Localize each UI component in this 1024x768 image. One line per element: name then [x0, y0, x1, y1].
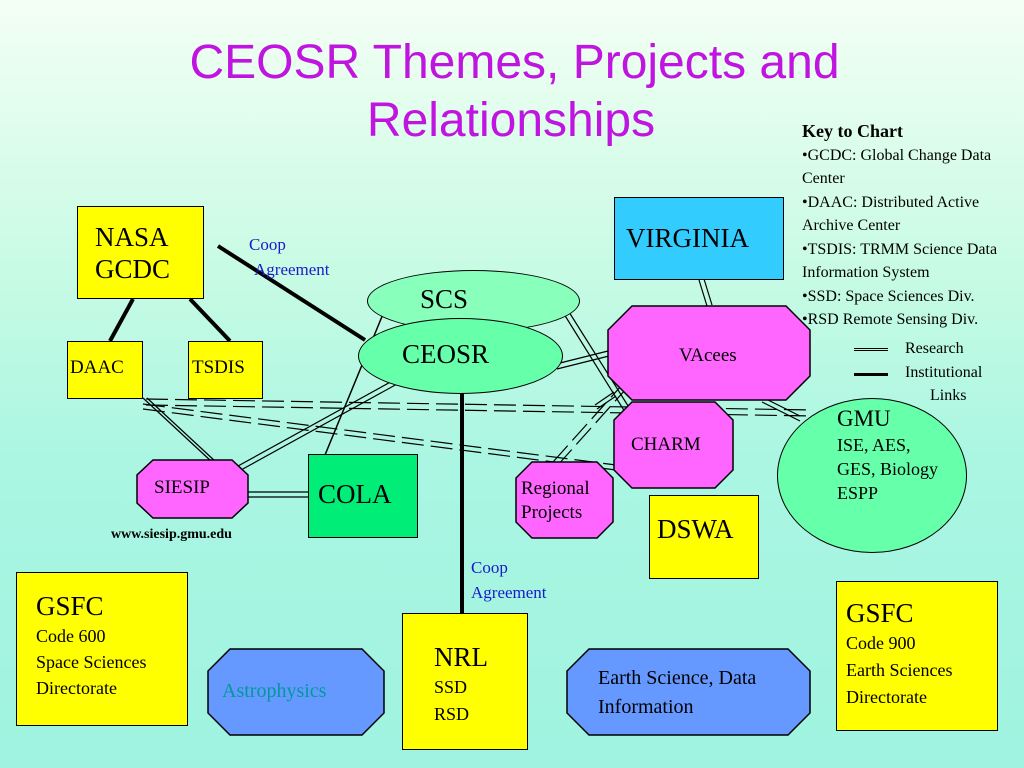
- nasa-gcdc-node: NASA GCDC: [77, 206, 204, 299]
- daac-node: DAAC: [67, 341, 143, 399]
- gsfc-900-title: GSFC: [846, 598, 914, 628]
- gsfc-900-line3: Directorate: [846, 687, 927, 707]
- research-links-double: [142, 278, 801, 498]
- nrl-title: NRL: [434, 642, 488, 672]
- cola-label: COLA: [318, 479, 392, 509]
- gsfc-600-line1: Code 600: [36, 626, 106, 646]
- astrophysics-node: [207, 648, 385, 736]
- dswa-label: DSWA: [657, 514, 734, 544]
- legend-research-label: Research: [905, 340, 964, 357]
- gmu-line3: ESPP: [837, 483, 879, 503]
- key-item-tsdis: •TSDIS: TRMM Science Data Information Sy…: [802, 240, 998, 282]
- key-heading: Key to Chart: [802, 121, 903, 141]
- gsfc-900-line2: Earth Sciences: [846, 660, 953, 680]
- virginia-node: VIRGINIA: [614, 197, 784, 280]
- link-nasa-ceosr: [216, 244, 367, 342]
- astrophysics-label: Astrophysics: [222, 680, 327, 702]
- legend-links-label: Links: [930, 387, 967, 404]
- siesip-label: SIESIP: [154, 477, 210, 498]
- ceosr-node: CEOSR: [358, 318, 563, 394]
- daac-label: DAAC: [70, 357, 124, 378]
- nasa-gcdc-line2: GCDC: [95, 254, 171, 284]
- legend-institutional-label: Institutional: [905, 364, 983, 381]
- gsfc-600-line2: Space Sciences: [36, 652, 147, 672]
- coop-agreement-label-top: Coop Agreement: [249, 235, 330, 279]
- regional-projects-label: Regional Projects: [521, 478, 590, 523]
- legend-double-line: [854, 348, 888, 351]
- coop-agreement-label-bottom: Coop Agreement: [471, 558, 547, 602]
- scs-label: SCS: [420, 284, 469, 314]
- link-nasa-tsdis: [188, 297, 232, 343]
- gmu-line1: ISE, AES,: [837, 435, 911, 455]
- cola-node: COLA: [308, 454, 418, 538]
- gsfc-900-node: GSFC Code 900 Earth Sciences Directorate: [836, 581, 998, 731]
- gsfc-600-line3: Directorate: [36, 678, 117, 698]
- ceosr-label: CEOSR: [402, 339, 490, 369]
- key-item-rsd: •RSD Remote Sensing Div.: [802, 311, 979, 328]
- charm-node: [613, 401, 734, 489]
- virginia-label: VIRGINIA: [626, 223, 749, 253]
- earth-science-node: [566, 648, 811, 736]
- gmu-title: GMU: [837, 406, 891, 431]
- key-item-daac: •DAAC: Distributed Active Archive Center: [802, 193, 980, 235]
- title-line-1: CEOSR Themes, Projects and: [189, 36, 840, 89]
- nrl-node: NRL SSD RSD: [402, 613, 528, 750]
- nrl-line1: SSD: [434, 677, 468, 697]
- key-item-ssd: •SSD: Space Sciences Div.: [802, 287, 975, 305]
- gmu-node: GMU ISE, AES, GES, Biology ESPP: [777, 398, 967, 553]
- gsfc-600-title: GSFC: [36, 591, 104, 621]
- vacees-label: VAcees: [679, 345, 737, 366]
- gsfc-600-node: GSFC Code 600 Space Sciences Directorate: [16, 572, 188, 726]
- key-item-gcdc: •GCDC: Global Change Data Center: [802, 146, 992, 188]
- tsdis-node: TSDIS: [188, 341, 263, 399]
- nrl-line2: RSD: [434, 704, 470, 724]
- gsfc-900-line1: Code 900: [846, 633, 916, 653]
- dswa-node: DSWA: [649, 495, 759, 579]
- earth-science-label: Earth Science, Data Information: [598, 667, 757, 718]
- title-line-2: Relationships: [366, 94, 656, 147]
- institutional-links: [108, 244, 464, 613]
- tsdis-label: TSDIS: [192, 357, 245, 378]
- scs-node: SCS: [367, 270, 580, 332]
- link-nasa-daac: [108, 298, 135, 342]
- chart-key: Key to Chart •GCDC: Global Change Data C…: [802, 120, 1024, 332]
- siesip-url: www.siesip.gmu.edu: [111, 527, 232, 542]
- charm-label: CHARM: [631, 434, 701, 455]
- vacees-node: [607, 305, 811, 401]
- regional-projects-node: [515, 461, 614, 539]
- nasa-gcdc-line1: NASA: [95, 222, 169, 252]
- gmu-line2: GES, Biology: [837, 459, 939, 479]
- legend-solid-line: [854, 373, 888, 376]
- siesip-node: [136, 459, 249, 519]
- page-title: CEOSR Themes, Projects and Relationships: [0, 34, 1024, 150]
